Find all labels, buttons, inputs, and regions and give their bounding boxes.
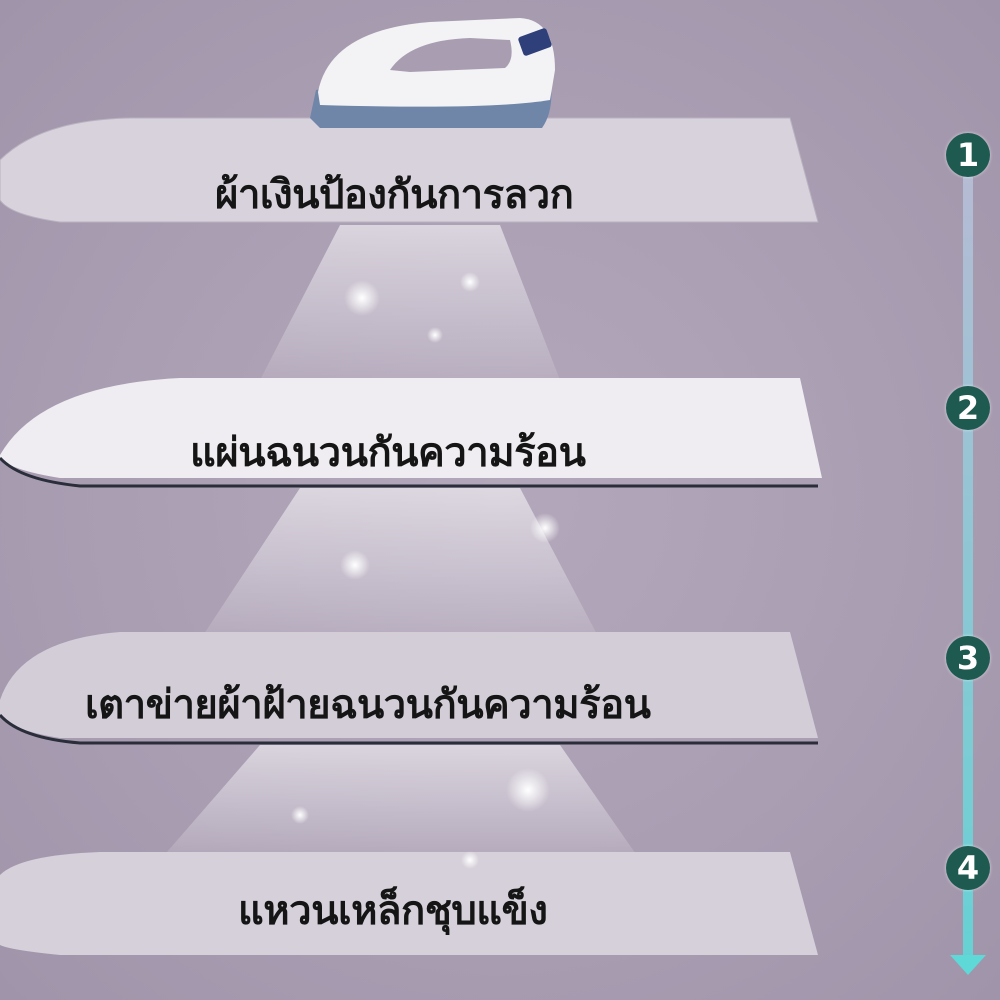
steam xyxy=(200,488,600,640)
timeline-line xyxy=(963,170,973,960)
germ-particle xyxy=(460,272,480,292)
board-2-edge xyxy=(0,456,818,488)
steam-iron xyxy=(310,18,555,128)
germ-particle xyxy=(340,550,370,580)
germ-particle xyxy=(530,513,560,543)
germ-particle xyxy=(427,327,443,343)
layer-1-label: ผ้าเงินป้องกันการลวก xyxy=(215,172,574,218)
board-3-edge xyxy=(0,713,818,745)
arrow-down-icon xyxy=(950,955,986,975)
steam xyxy=(160,745,640,860)
layer-4-label: แหวนเหล็กชุบแข็ง xyxy=(238,888,548,934)
board-3 xyxy=(0,632,818,738)
germ-particle xyxy=(461,851,479,869)
board-2 xyxy=(0,378,822,478)
board-4 xyxy=(0,852,818,955)
layer-2-label: แผ่นฉนวนกันความร้อน xyxy=(190,430,586,476)
step-4-badge: 4 xyxy=(946,846,990,890)
step-2-badge: 2 xyxy=(946,386,990,430)
layer-3-label: เตาข่ายผ้าฝ้ายฉนวนกันความร้อน xyxy=(85,682,651,728)
germ-particle xyxy=(506,768,550,812)
steam xyxy=(260,225,560,380)
step-3-badge: 3 xyxy=(946,636,990,680)
germ-particle xyxy=(291,806,309,824)
germ-particle xyxy=(344,280,380,316)
step-1-badge: 1 xyxy=(946,133,990,177)
